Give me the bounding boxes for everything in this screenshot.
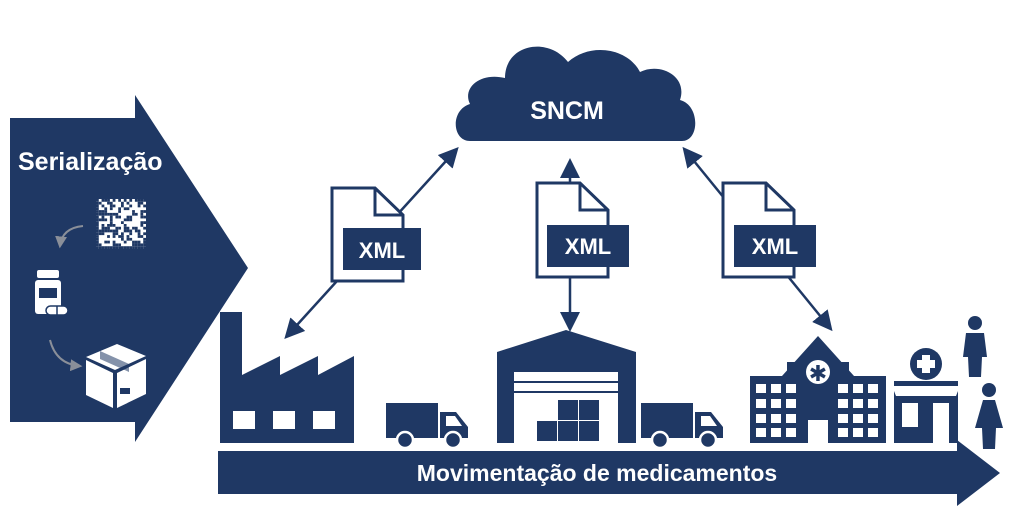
serialization-title: Serialização [18,148,163,176]
xml-label-box [547,225,629,267]
xml-label: XML [359,238,405,263]
movement-arrow-shape [218,440,1000,506]
factory-icon [220,312,354,443]
hospital-icon: ✱ [750,336,886,443]
pill-bottle-icon [35,270,69,316]
truck-icon [386,403,468,450]
truck-icon [641,403,723,450]
pharmacy-icon [892,348,960,443]
xml-document-3: XML [721,181,816,279]
serialization-panel: Serialização [10,95,248,442]
xml-document-1: XML [330,186,421,283]
serialization-arrow-shape [10,95,248,442]
cloud-shape [455,46,696,141]
xml-label-box [343,228,421,270]
xml-label: XML [565,234,611,259]
man-icon [963,316,987,377]
movement-arrow: Movimentação de medicamentos [218,440,1000,506]
curved-arrow-icon [49,339,83,372]
sncm-cloud: SNCM [455,46,696,141]
xml-label: XML [752,234,798,259]
datamatrix-icon [96,199,146,249]
box-icon [86,344,146,408]
xml-document-2: XML [535,181,629,279]
warehouse-icon [497,330,636,443]
xml-label-box [734,225,816,267]
curved-arrow-icon [55,225,84,249]
woman-icon [975,383,1003,449]
cloud-label: SNCM [530,97,604,125]
movement-label: Movimentação de medicamentos [417,460,777,486]
svg-text:✱: ✱ [809,362,827,387]
